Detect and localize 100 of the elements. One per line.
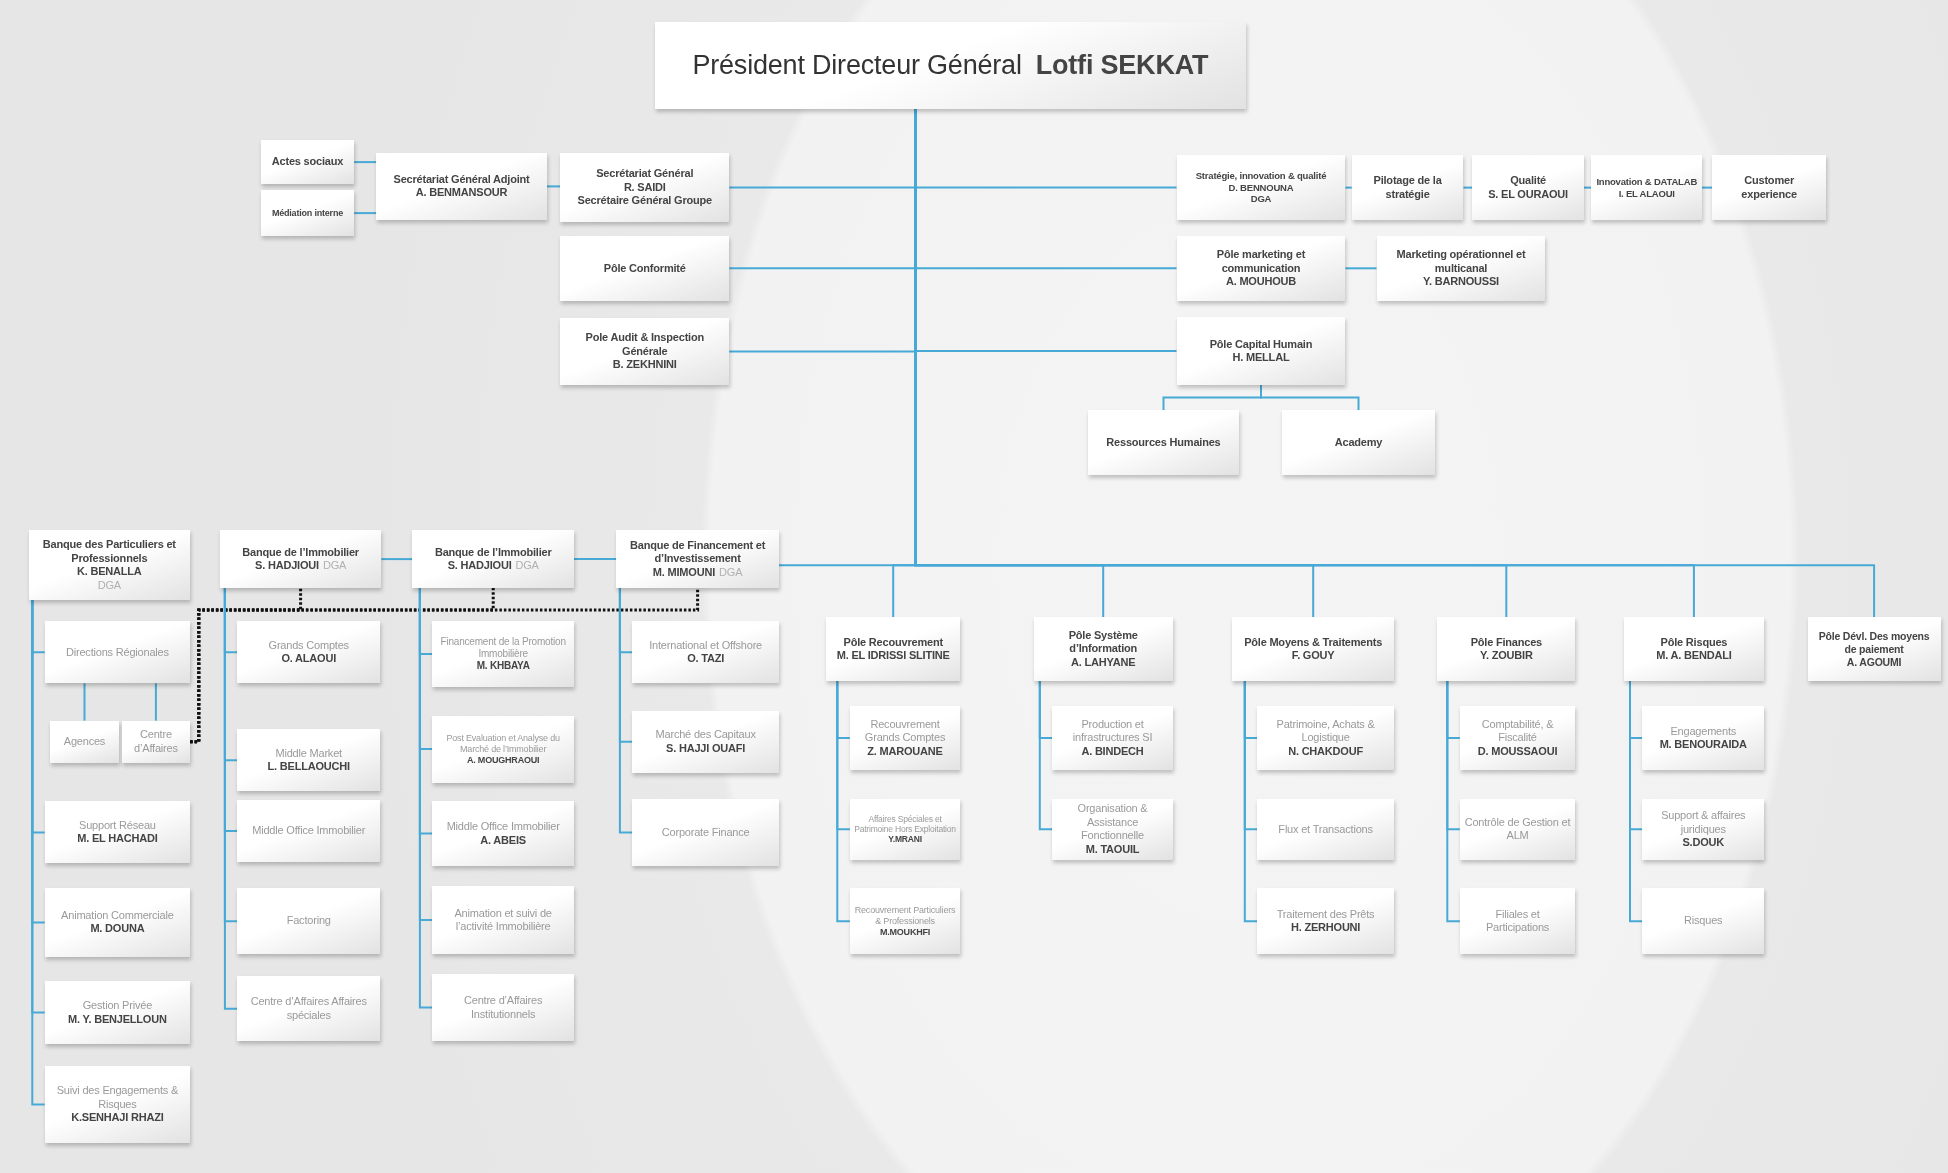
- org-box: [1176, 155, 1346, 220]
- org-box: [412, 530, 574, 588]
- connector-line: [1462, 186, 1474, 189]
- org-box: [237, 800, 381, 863]
- org-box: [1052, 705, 1173, 771]
- unit-title: Médiation interne: [271, 207, 344, 219]
- person-name: A. AGOUMI: [1846, 655, 1902, 669]
- connector-line: [1243, 679, 1259, 923]
- unit-title: Banque de l’Immobilier: [434, 545, 552, 560]
- connector-line: [618, 586, 634, 834]
- unit-title: Support & affaires juridiques: [1660, 809, 1747, 836]
- org-box: [1459, 705, 1576, 771]
- person-name: S.DOUK: [1682, 835, 1725, 850]
- unit-title: Qualité: [1510, 174, 1546, 188]
- org-box: [1257, 798, 1394, 860]
- org-box: [560, 152, 730, 223]
- unit-title: Banque de l’Immobilier: [242, 545, 359, 560]
- org-box: [1642, 705, 1765, 771]
- unit-title: Directions Régionales: [66, 645, 169, 659]
- org-box: [237, 976, 381, 1042]
- unit-title: Stratégie, innovation & qualité: [1195, 170, 1327, 182]
- role-label: DGA: [515, 559, 539, 572]
- unit-title: Ressources Humaines: [1106, 435, 1221, 449]
- person-name: S. HADJIOUI: [447, 559, 512, 572]
- unit-title: Pôle Système d’Information: [1067, 629, 1139, 656]
- person-name: Lotfi SEKKAT: [1035, 49, 1209, 83]
- person-name: M.MOUKHFI: [879, 926, 931, 938]
- org-box: [1459, 798, 1576, 860]
- unit-title: Marché des Capitaux: [655, 728, 756, 742]
- person-name: M. EL IDRISSI SLITINE: [836, 649, 950, 663]
- unit-title: Financement de la Promotion Immobilière: [439, 635, 567, 661]
- org-box: [237, 621, 381, 684]
- org-box: [44, 981, 191, 1044]
- org-box: [1642, 888, 1765, 955]
- unit-title: Middle Office Immobilier: [446, 820, 560, 834]
- role-label: DGA: [322, 559, 347, 572]
- connector-line: [1629, 679, 1644, 923]
- connector-line: [836, 679, 851, 923]
- person-name: I. EL ALAOUI: [1618, 187, 1675, 200]
- unit-title: Centre d’Affaires: [133, 728, 179, 756]
- connector-line: [1260, 384, 1360, 411]
- connector-line: [83, 682, 86, 722]
- org-box: [1033, 617, 1173, 681]
- person-name: B. ZEKHNINI: [612, 358, 677, 372]
- unit-title: Flux et Transactions: [1278, 822, 1373, 836]
- person-name: R. SAIDI: [623, 180, 666, 195]
- person-name: A. MOUHOUB: [1225, 275, 1297, 289]
- unit-title: Secrétariat Général Adjoint: [393, 172, 530, 187]
- org-box: [432, 621, 574, 687]
- org-box: [1376, 236, 1546, 301]
- org-box: [1623, 617, 1765, 681]
- unit-title: Organisation & Assistance Fonctionnelle: [1076, 802, 1149, 843]
- person-name: K.SENHAJI RHAZI: [71, 1111, 164, 1125]
- connector-line: [1583, 186, 1593, 189]
- person-name: Y. ZOUBIR: [1480, 649, 1533, 663]
- unit-title: Engagements: [1670, 724, 1737, 738]
- unit-title: Banque de Financement et d’Investissement: [629, 538, 767, 566]
- connector-line: [1344, 186, 1353, 189]
- unit-title: Middle Office Immobilier: [252, 824, 366, 838]
- org-box: [1807, 617, 1941, 681]
- org-box: [1176, 236, 1346, 301]
- org-box: [849, 705, 961, 771]
- org-box: [1437, 617, 1576, 681]
- unit-title: Contrôle de Gestion et ALM: [1463, 815, 1572, 843]
- unit-title: Actes sociaux: [271, 155, 344, 169]
- unit-title: Agences: [63, 734, 106, 749]
- unit-title: Customer experience: [1740, 174, 1798, 201]
- role-label: DGA: [97, 578, 121, 593]
- person-name: D. BENNOUNA: [1228, 181, 1294, 194]
- person-name: M. A. BENDALI: [1656, 649, 1732, 663]
- org-box: [616, 530, 779, 588]
- person-name: L. BELLAOUCHI: [267, 760, 350, 774]
- person-name: A. BINDECH: [1081, 744, 1144, 759]
- unit-title: International et Offshore: [649, 638, 763, 653]
- connector-line: [1038, 679, 1054, 831]
- person-name: M. BENOURAIDA: [1659, 737, 1747, 752]
- unit-title: Corporate Finance: [661, 825, 750, 840]
- unit-title: Gestion Privée: [82, 999, 153, 1013]
- person-name: M. KHBAYA: [476, 660, 530, 673]
- connector-line: [418, 586, 434, 1009]
- org-box: [44, 801, 191, 864]
- unit-title: Production et infrastructures SI: [1071, 717, 1154, 745]
- person-name: M. TAOUIL: [1085, 842, 1140, 857]
- unit-title: Centre d’Affaires Institutionnels: [462, 994, 544, 1021]
- person-name: K. BENALLA: [77, 565, 142, 579]
- org-box: [44, 621, 191, 684]
- unit-title: Pôle Finances: [1470, 635, 1542, 650]
- org-box: [632, 798, 779, 866]
- person-name: DGA: [1250, 193, 1272, 205]
- connector-line: [573, 558, 618, 561]
- connector-line: [1344, 267, 1378, 270]
- unit-title: Animation Commerciale: [61, 909, 174, 923]
- unit-title: Risques: [1684, 914, 1723, 928]
- person-name: M. MIMOUNI: [652, 565, 716, 578]
- unit-title: Innovation & DATALAB: [1596, 176, 1698, 188]
- unit-title: Affaires Spéciales et Patrimoine Hors Exploitation: [853, 813, 957, 835]
- unit-title: Patrimoine, Achats & Logistique: [1275, 717, 1376, 745]
- unit-title: Middle Market: [275, 746, 342, 761]
- org-box: [121, 720, 191, 763]
- org-box: [560, 236, 730, 301]
